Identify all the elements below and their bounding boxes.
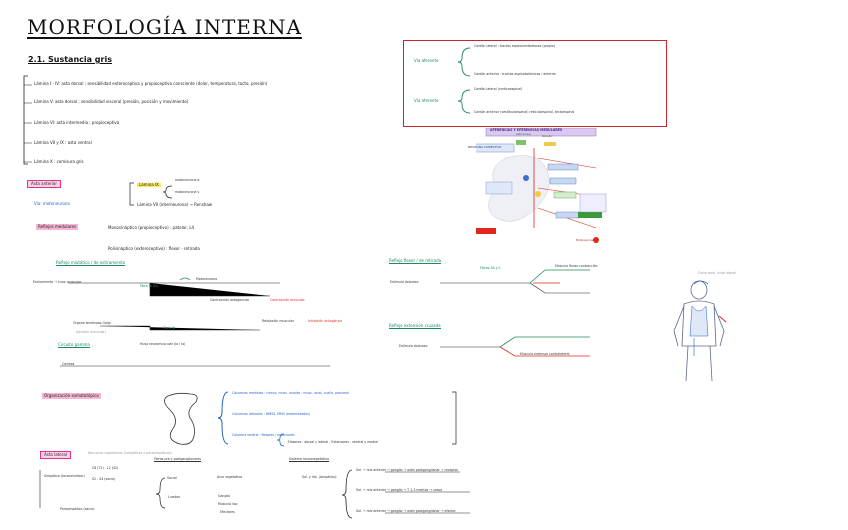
diagram-label: Ganglio [542, 135, 552, 138]
lamina-vii: Lámina VII (interneurona) → Renshaw [137, 202, 213, 207]
row-2: Sol. → raíz anterior → ganglio → T 1-3 m… [356, 488, 443, 492]
estimulo: Estiramiento → huso muscular [33, 280, 82, 284]
sacral: Sacral [167, 476, 177, 480]
monosinaptico: Monosináptico (propioceptivo) : patelar,… [108, 225, 195, 230]
organo-golgi: Órgano tendinoso Golgi [73, 321, 111, 325]
columna-ventral: Columna ventral : flexores / extensores [232, 433, 295, 437]
estimulo-doloroso-2: Estímulo doloroso [399, 344, 428, 348]
via-line: Cordón lateral : tractos espinocerebelos… [474, 44, 555, 48]
motoneurona-label: Motoneurona [196, 277, 218, 281]
lamina-item: Lámina I - IV: asta dorsal ; sensibilida… [34, 81, 268, 86]
estimulo-doloroso: Estímulo doloroso [390, 280, 419, 284]
row-1: Sol. → raíz anterior → ganglio → axón po… [356, 468, 458, 472]
contraccion: Contracción muscular [270, 298, 305, 302]
motoneurona-a: motoneurona α [175, 178, 200, 182]
polisinaptico: Polisináptico (exteroceptivo) : flexor -… [108, 246, 200, 251]
tension-muscular: (tensión muscular) [76, 330, 106, 334]
tag-asta-lateral: Asta lateral [40, 451, 71, 459]
tag-reflejos: Reflejos medulares [36, 224, 79, 230]
fibra-ad: Fibras Aδ y C [480, 266, 501, 270]
reflejo-flexor: Reflejo flexor / de retirada [389, 258, 442, 264]
lamina-item: Lámina X : comisura gris [34, 159, 84, 164]
contraccion-antag: Contracción antagonista [210, 298, 250, 302]
huso-neuromuscular: Huso neuromuscular (Ia / Ia) [140, 342, 186, 346]
row-3: Sol. → raíz anterior → ganglio → axón po… [356, 509, 456, 513]
relajacion: Relajación muscular [262, 319, 295, 323]
musculo-extensor: Músculo extensor contralateral [520, 352, 570, 356]
columna-medial: Columnas mediales : tronco, musc. axiale… [232, 391, 349, 395]
asta-lateral-neurona: Neuronas vegetativas (simpáticas y paras… [88, 451, 172, 455]
s2-s4: S2 - S4 (sacro) [92, 477, 116, 481]
flexores: Flexores : dorsal y lateral ; Extensores… [288, 440, 379, 444]
fibra-ib: Fibra Ib [163, 326, 175, 330]
reflejo-extension: Reflejo extensión cruzada [389, 323, 441, 329]
inhibicion: Inhibición antagónica [308, 319, 343, 323]
lumbar: Lumbar [168, 495, 181, 499]
via-eferente-label: Vía eferente [414, 98, 439, 103]
via-line: Cordón anterior : tractos espinotalámico… [474, 72, 556, 76]
fibra-ia: Fibra Ia (Ia) [140, 284, 159, 288]
corteza: Corteza [62, 362, 75, 366]
circuito-gamma: Circuito gamma [58, 342, 90, 348]
tag-organizacion: Organización somatotópica [42, 393, 101, 399]
diagram-label: NEURONA CONECTIVA [468, 145, 502, 149]
parasimpatico: Parasimpático (sacro) [60, 507, 95, 511]
motoneurona-b: motoneurona γ [175, 190, 200, 194]
sist-neuro: Sistema neurovegetativo [289, 457, 330, 461]
efectores: Efectores [220, 510, 235, 514]
motor-figure [664, 276, 734, 386]
tag-asta-anterior: Asta anterior [27, 180, 61, 188]
arco: Arco vegetativo [217, 475, 243, 479]
musculo-flexor: Músculo flexor contracción [555, 264, 598, 268]
lamina-item: Lámina VI: asta intermedia ; propiocepti… [34, 120, 120, 125]
figure-note: Corte axial, vista lateral [698, 271, 737, 275]
fibras-pre: Fibras pre y postganglionares [154, 457, 202, 461]
lamina-item: Lámina V: asta dorsal ; sensibilidad vis… [34, 99, 189, 104]
diagram-label: Asta dorsal [516, 133, 531, 136]
via-aferente-label: Vía aferente [414, 58, 439, 63]
section-heading: 2.1. Sustancia gris [28, 55, 112, 64]
lamina-item: Lámina VII y IX : asta ventral [34, 140, 92, 145]
aferencias-diagram: AFERENCIAS Y EFERENCIAS MEDULARES NEURON… [465, 127, 622, 248]
reflejo-miotatico: Reflejo miotático / de estiramiento [56, 260, 126, 266]
sol: Sol. y Vol. (simpático) [302, 475, 337, 479]
musculo-liso: Músculo liso [218, 502, 238, 506]
t1-l2: C8 (T1) - L2 (S2) [92, 466, 119, 470]
via-line: Cordón lateral (corticoespinal) [474, 87, 523, 91]
via-motoneurona: Vía: motoneurona [34, 201, 70, 206]
simpatico: Simpático (toracolumbar) [44, 474, 85, 478]
diagram-label: Motoneurona [576, 239, 594, 242]
via-line: Cordón anterior (vestibuloespinal) retic… [474, 110, 575, 114]
columna-lateral: Columnas laterales : MMSS, MMII (extremi… [232, 412, 311, 416]
vias-box [403, 40, 667, 127]
diagram-title: AFERENCIAS Y EFERENCIAS MEDULARES [490, 128, 563, 132]
lamina-ix: Lámina IX [137, 182, 161, 187]
page-title: MORFOLOGÍA INTERNA [27, 15, 302, 39]
ganglio: Ganglio [218, 494, 231, 498]
